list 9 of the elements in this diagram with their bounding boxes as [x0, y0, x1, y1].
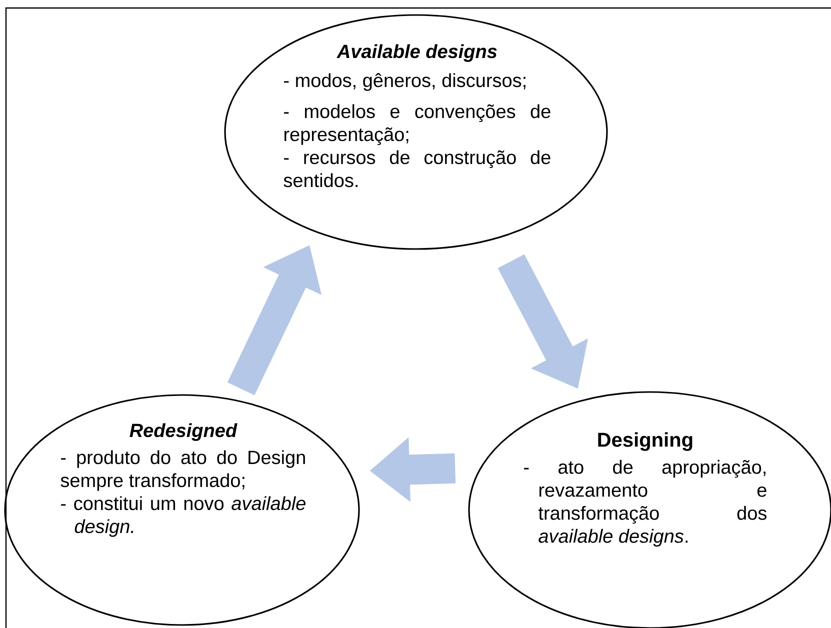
heading: Redesigned [130, 423, 238, 441]
body-text: - modelos e convenções de representação; [284, 104, 550, 145]
body-text: - ato de apropriação, revazamento e transformação dos available designs. [524, 460, 766, 547]
heading: Designing [598, 432, 692, 451]
body-text: - produto do ato do Design sempre transformado; [60, 450, 305, 491]
body-text: - constitui um novo available design. [61, 496, 306, 537]
heading: Available designs [336, 44, 497, 62]
body-text: - recursos de construção de sentidos. [284, 150, 550, 188]
body-text: - modos, gêneros, discursos; [284, 73, 526, 91]
